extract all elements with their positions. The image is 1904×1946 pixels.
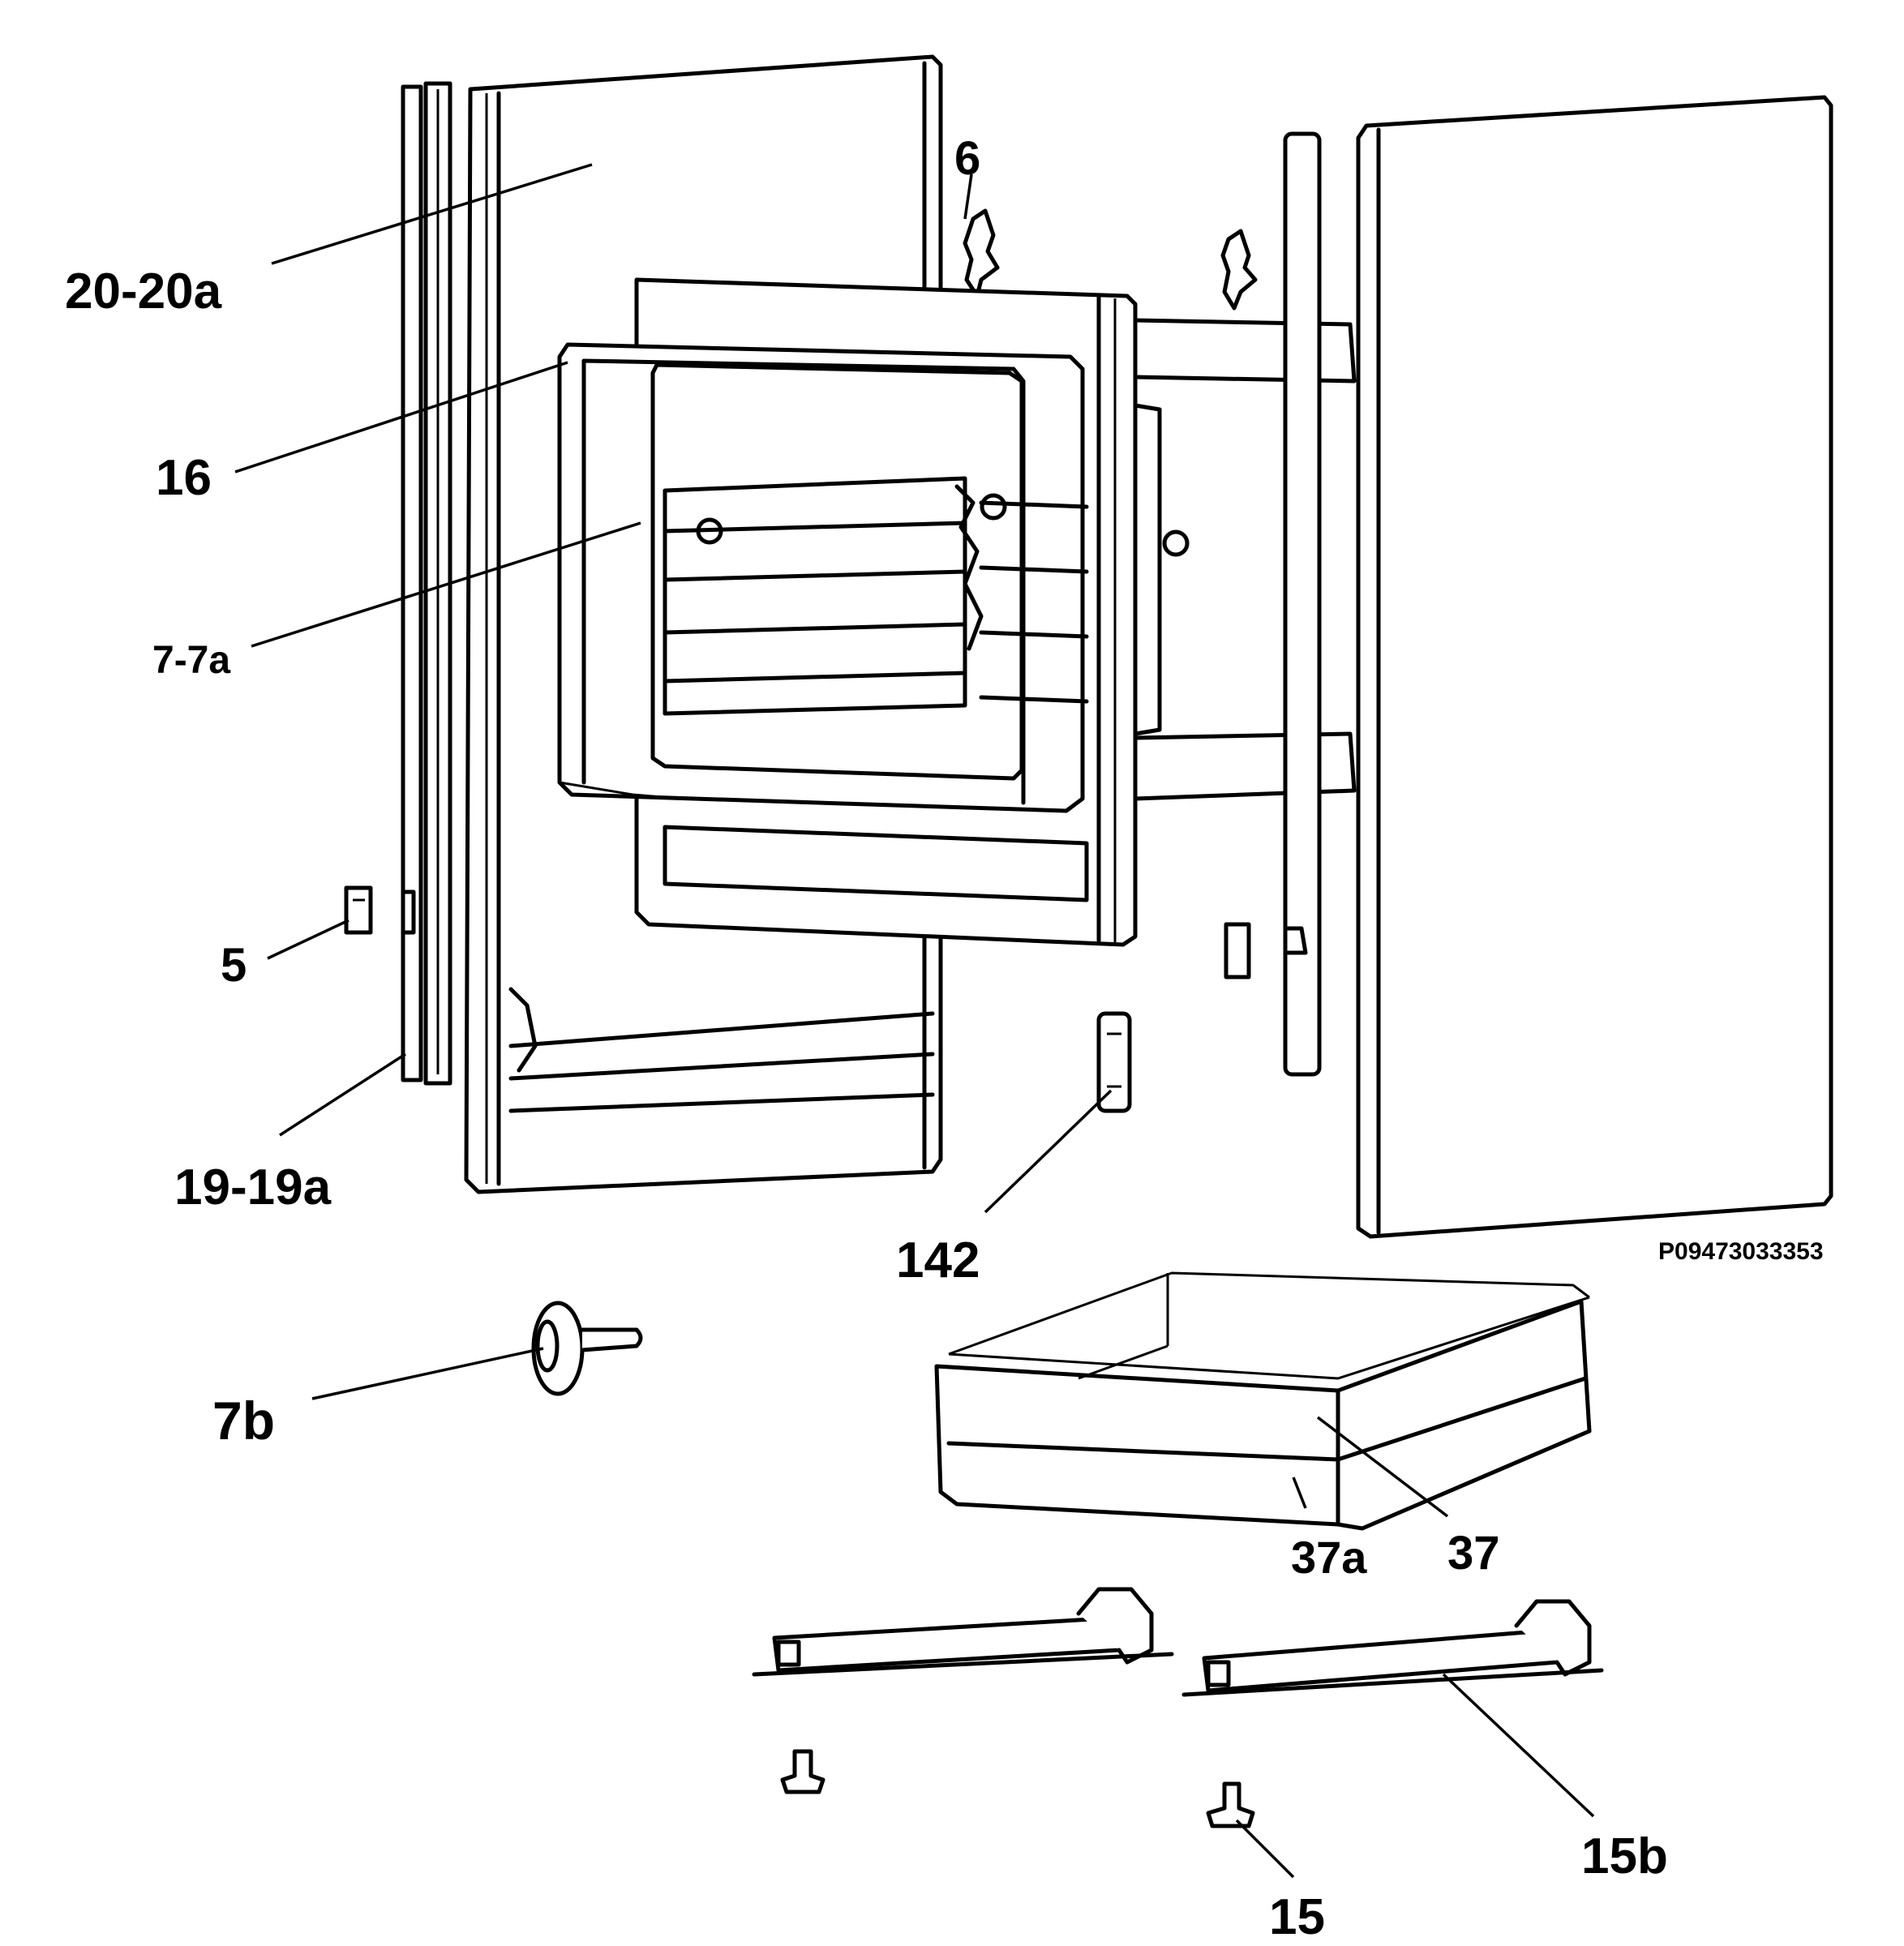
side-trim-strip-left [401, 81, 452, 1086]
plinth-rail-right [1181, 1599, 1604, 1697]
plinth-rail-left [752, 1587, 1174, 1677]
leader-6 [963, 174, 973, 220]
leader-7-7a [251, 521, 641, 648]
leader-20-20a [271, 163, 593, 265]
callout-37: 37 [1447, 1527, 1500, 1580]
callout-7-7a: 7-7a [152, 639, 230, 682]
adjustable-foot-right [1206, 1781, 1255, 1828]
leader-142 [984, 1089, 1113, 1214]
callout-37a: 37a [1291, 1532, 1367, 1583]
leader-lines [234, 163, 1595, 1879]
leader-15b [1442, 1673, 1595, 1818]
leader-5 [267, 919, 349, 960]
leader-15 [1235, 1819, 1295, 1879]
callout-20-20a: 20-20a [65, 264, 222, 319]
drawing-code: P09473033353 [1658, 1238, 1824, 1265]
control-knob [531, 1301, 643, 1396]
callout-6: 6 [954, 132, 980, 185]
side-panel-right [1356, 95, 1833, 1239]
lamp-holder [1096, 1011, 1132, 1113]
hinge-clip-left [963, 208, 1000, 298]
callout-5: 5 [221, 939, 247, 992]
mounting-bracket-left [344, 885, 373, 935]
leader-16 [234, 361, 568, 474]
callout-142: 142 [896, 1232, 980, 1288]
adjustable-foot-left [780, 1749, 825, 1794]
leader-7b [311, 1347, 544, 1400]
callout-7b: 7b [212, 1391, 275, 1451]
leader-37 [1316, 1416, 1449, 1518]
side-trim-strip-right [1283, 131, 1322, 1077]
oven-shelf-rack [650, 362, 1190, 781]
callout-15b: 15b [1581, 1828, 1668, 1884]
leader-19-19a [279, 1052, 406, 1137]
callout-19-19a: 19-19a [174, 1159, 332, 1215]
mounting-bracket-right [1224, 922, 1251, 979]
callout-labels: 20-20a 6 16 7-7a 5 19-19a 142 7b 37a 37 … [65, 132, 1824, 1945]
leader-37a [1292, 1477, 1307, 1509]
callout-16: 16 [156, 450, 212, 506]
hinge-clip-right [1220, 229, 1258, 311]
callout-15: 15 [1269, 1889, 1325, 1945]
storage-drawer [934, 1271, 1592, 1531]
